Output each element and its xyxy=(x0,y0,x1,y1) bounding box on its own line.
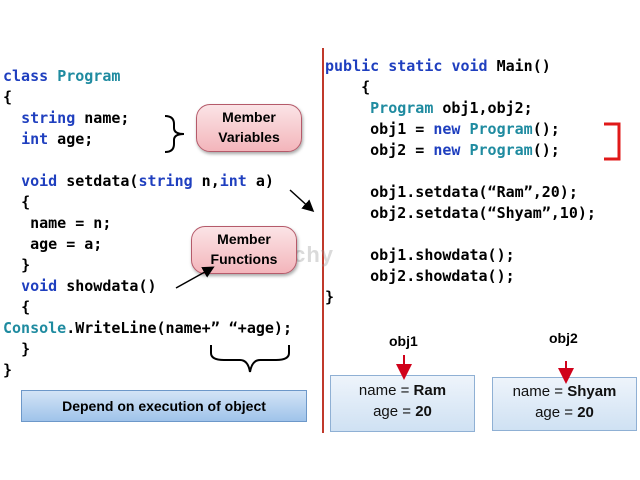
code-line: obj2.setdata(“Shyam”,10); xyxy=(370,204,596,222)
code-line: void setdata(string n,int a) xyxy=(3,172,274,190)
code-text: Main() xyxy=(487,57,551,75)
callout-text: Functions xyxy=(210,251,278,267)
code-line: class Program xyxy=(3,67,120,85)
code-line: } xyxy=(3,361,13,379)
code-line: obj1.showdata(); xyxy=(370,246,515,264)
code-text: n, xyxy=(192,172,220,190)
code-text: (); xyxy=(532,120,560,138)
depend-on-execution-bar: Depend on execution of object xyxy=(21,390,307,422)
obj1-name-row: name = Ram xyxy=(331,380,474,401)
class-code-block: class Program { string name; int age; vo… xyxy=(3,66,292,381)
code-text: obj1 = xyxy=(370,120,434,138)
type-keyword: int xyxy=(219,172,247,190)
code-line: name = n; xyxy=(21,214,112,232)
keyword: void xyxy=(21,277,58,295)
code-text: a) xyxy=(246,172,274,190)
code-line: public static void Main() xyxy=(325,57,551,75)
code-line: } xyxy=(21,340,31,358)
class-name: Program xyxy=(57,67,121,85)
code-text: setdata( xyxy=(57,172,139,190)
code-line: int age; xyxy=(3,130,93,148)
code-line: { xyxy=(361,78,371,96)
keyword: new xyxy=(433,120,461,138)
setdata-arrow xyxy=(289,189,315,213)
code-line: obj1.setdata(“Ram”,20); xyxy=(370,183,578,201)
code-line: { xyxy=(3,88,13,106)
code-line: { xyxy=(21,298,31,316)
type-keyword: string xyxy=(21,109,76,127)
field-label: age = xyxy=(535,404,578,421)
field-value: Ram xyxy=(413,382,447,399)
code-text: .WriteLine(name+” “+age); xyxy=(66,319,292,337)
member-variables-brace xyxy=(164,115,185,153)
obj1-label: obj1 xyxy=(389,333,418,349)
field-value: 20 xyxy=(577,404,594,421)
code-line: } xyxy=(325,288,335,306)
code-text: age; xyxy=(48,130,94,148)
class-name: Console xyxy=(3,319,67,337)
callout-text: Member xyxy=(217,231,271,247)
member-functions-callout: Member Functions xyxy=(191,226,297,274)
main-code-block: public static void Main() { Program obj1… xyxy=(325,56,596,308)
type-keyword: string xyxy=(138,172,193,190)
code-line: } xyxy=(21,256,31,274)
obj2-age-row: age = 20 xyxy=(493,402,636,423)
keyword: void xyxy=(21,172,58,190)
field-label: name = xyxy=(358,382,414,399)
obj1-box: name = Ram age = 20 xyxy=(330,375,475,432)
field-label: name = xyxy=(512,383,568,400)
class-name: Program xyxy=(469,120,533,138)
member-functions-arrow xyxy=(175,266,215,289)
callout-text: Variables xyxy=(218,129,280,145)
code-line: Program obj1,obj2; xyxy=(370,99,533,117)
code-text: name; xyxy=(75,109,130,127)
code-line: age = a; xyxy=(21,235,103,253)
type-keyword: int xyxy=(21,130,49,148)
code-text: obj2 = xyxy=(370,141,434,159)
obj2-box: name = Shyam age = 20 xyxy=(492,377,637,431)
code-line: { xyxy=(21,193,31,211)
keyword: new xyxy=(433,141,461,159)
code-line: Console.WriteLine(name+” “+age); xyxy=(3,319,292,337)
code-line: obj1 = new Program(); xyxy=(370,120,560,138)
code-line: void showdata() xyxy=(21,277,156,295)
field-label: age = xyxy=(373,403,416,420)
code-text: obj1,obj2; xyxy=(433,99,533,117)
keyword: static xyxy=(388,57,443,75)
code-line: obj2.showdata(); xyxy=(370,267,515,285)
obj1-age-row: age = 20 xyxy=(331,401,474,422)
keyword: void xyxy=(451,57,488,75)
keyword: class xyxy=(3,67,49,85)
code-line: obj2 = new Program(); xyxy=(370,141,560,159)
code-line: string name; xyxy=(3,109,129,127)
red-bracket xyxy=(604,122,621,161)
writeline-brace xyxy=(210,345,290,373)
class-name: Program xyxy=(469,141,533,159)
keyword: public xyxy=(325,57,380,75)
code-text: (); xyxy=(532,141,560,159)
vertical-divider xyxy=(322,48,324,433)
callout-text: Member xyxy=(222,109,276,125)
field-value: 20 xyxy=(415,403,432,420)
member-variables-callout: Member Variables xyxy=(196,104,302,152)
field-value: Shyam xyxy=(567,383,617,400)
obj2-label: obj2 xyxy=(549,330,578,346)
class-name: Program xyxy=(370,99,434,117)
code-text: showdata() xyxy=(57,277,157,295)
obj2-name-row: name = Shyam xyxy=(493,381,636,402)
